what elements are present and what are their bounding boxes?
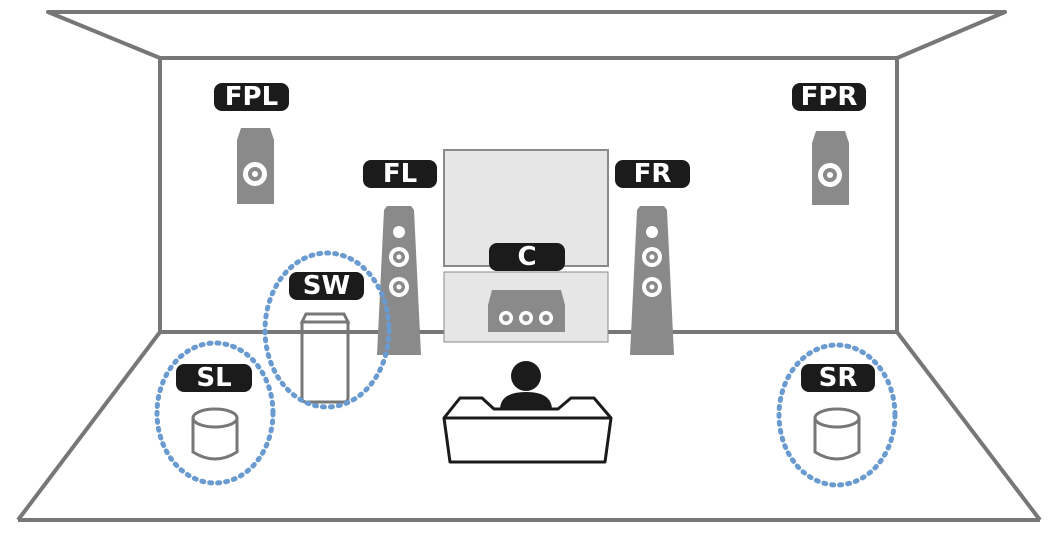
fl-speaker-icon (377, 206, 421, 355)
label-fr-text: FR (634, 159, 672, 189)
fr-speaker-icon (630, 206, 674, 355)
label-fl-text: FL (383, 159, 417, 189)
label-fpl: FPL (214, 82, 289, 112)
floor-right-edge (895, 330, 1042, 522)
ceiling-line (46, 10, 1007, 60)
label-sl-text: SL (196, 363, 231, 393)
label-sw-text: SW (303, 271, 350, 301)
center-speaker-icon (488, 290, 565, 332)
floor-left-edge (16, 330, 162, 522)
label-sw: SW (289, 271, 364, 301)
label-fpr-text: FPR (801, 82, 858, 112)
label-sr-text: SR (819, 363, 858, 393)
sr-highlight-ring (776, 342, 898, 488)
sl-speaker-icon (191, 407, 239, 461)
sofa-icon (442, 396, 613, 464)
highlight-rings (154, 250, 898, 488)
label-fpl-text: FPL (225, 82, 278, 112)
label-fpr: FPR (792, 82, 866, 112)
sr-speaker-icon (813, 407, 861, 461)
sw-highlight-ring (262, 250, 392, 410)
listener-icon (500, 361, 552, 410)
label-c-text: C (517, 242, 536, 272)
label-fr: FR (615, 159, 690, 189)
room-outline (16, 10, 1042, 522)
label-fl: FL (363, 159, 437, 189)
subwoofer-icon (299, 312, 351, 404)
fpr-speaker-icon (812, 131, 849, 205)
sl-highlight-ring (154, 340, 276, 486)
fpl-speaker-icon (237, 128, 274, 204)
label-sl: SL (176, 363, 252, 393)
label-c: C (489, 242, 565, 272)
label-sr: SR (801, 363, 875, 393)
